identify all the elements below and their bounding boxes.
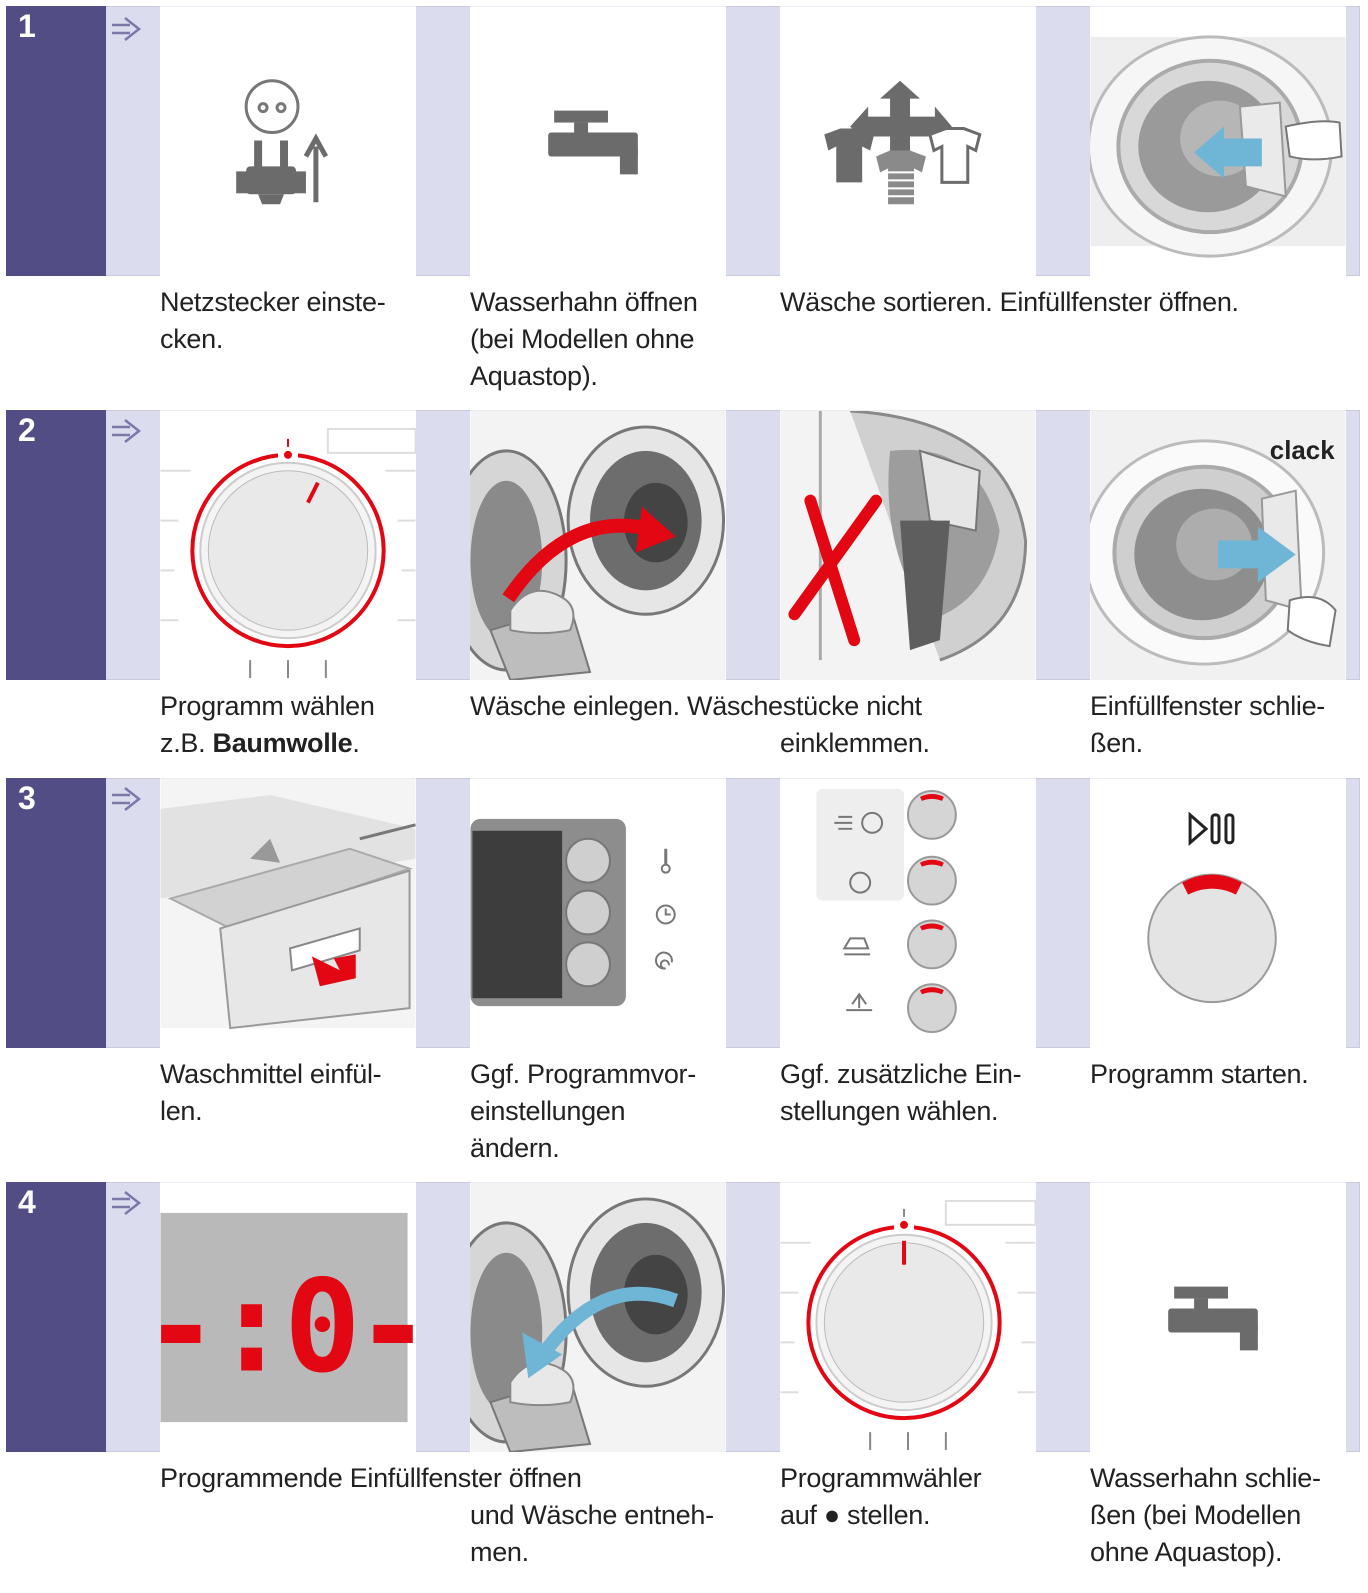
sort-laundry-icon [824,80,982,205]
caption-line: Waschmittel einfül- [160,1059,382,1089]
panel-load-laundry [470,410,726,680]
load-laundry-icon [470,411,726,680]
water-tap-icon [1168,1286,1258,1351]
caption-text: stellen. [839,1500,931,1530]
caption-line: Wäsche sortieren. Einfüllfenster öffnen. [780,287,1239,317]
panel-program-presets [470,778,726,1048]
caption-line: Einfüllfenster schlie- [1090,691,1326,721]
caption-line: auf ● stellen. [780,1497,981,1534]
sequence-arrow-icon [112,419,142,443]
caption-no-jamming: einklemmen. [780,725,930,762]
caption-line: Wasserhahn schlie- [1090,1463,1321,1493]
panel-close-tap [1090,1182,1346,1452]
preset-panel-icon [470,818,676,1007]
panel-unload-laundry [470,1182,726,1452]
panel-open-door [1090,6,1346,276]
start-pause-icon [1147,811,1277,1004]
step-number: 4 [18,1184,36,1220]
step-number: 3 [18,780,36,816]
panel-extra-options [780,778,1036,1048]
display-reading: -:0- [160,1253,416,1401]
caption-text: . [352,728,360,758]
panel-no-jamming [780,410,1036,680]
step-2-tab: 2 [6,410,106,680]
caption-extra-options: Ggf. zusätzliche Ein- stellungen wählen. [780,1056,1022,1130]
caption-unload-laundry: und Wäsche entneh- men. [470,1497,714,1571]
step-1-tab: 1 [6,6,106,276]
caption-line: ändern. [470,1133,560,1163]
caption-text: auf [780,1500,824,1530]
sequence-arrow-icon [112,17,142,41]
open-door-icon [1090,35,1346,258]
dial-off-icon [780,1199,1036,1451]
caption-text: z.B. [160,728,213,758]
program-dial-icon [160,427,416,679]
caption-line: z.B. Baumwolle. [160,725,375,762]
off-position-dot-icon: ● [823,1500,840,1530]
detergent-drawer-icon [160,779,416,1030]
panel-program-end: -:0- [160,1182,416,1452]
caption-line: einklemmen. [780,728,930,758]
caption-line: Programmwähler [780,1463,982,1493]
caption-line: ohne Aquastop). [1090,1537,1283,1567]
caption-line: Wasserhahn öffnen [470,287,698,317]
caption-sort-and-open: Wäsche sortieren. Einfüllfenster öffnen. [780,284,1239,321]
caption-line: cken. [160,324,224,354]
caption-program-end: Programmende Einfüllfenster öffnen [160,1460,582,1497]
caption-line: ßen. [1090,728,1143,758]
panel-sort-laundry [780,6,1036,276]
step-3-tab: 3 [6,778,106,1048]
step-number: 1 [18,8,36,44]
panel-open-tap [470,6,726,276]
caption-load-laundry: Wäsche einlegen. Wäschestücke nicht [470,688,922,725]
caption-line: Ggf. zusätzliche Ein- [780,1059,1022,1089]
panel-close-door: clack [1090,410,1346,680]
plug-icon [236,79,329,205]
caption-line: Netzstecker einste- [160,287,386,317]
option-buttons-icon [816,788,957,1034]
caption-line: und Wäsche entneh- [470,1500,714,1530]
sequence-arrow-icon [112,787,142,811]
sequence-arrow-icon [112,1191,142,1215]
caption-line: stellungen wählen. [780,1096,999,1126]
caption-close-tap: Wasserhahn schlie- ßen (bei Modellen ohn… [1090,1460,1321,1571]
clack-label: clack [1270,437,1335,465]
caption-line: Programmende Einfüllfenster öffnen [160,1463,582,1493]
caption-program-presets: Ggf. Programmvor- einstellungen ändern. [470,1056,696,1167]
caption-add-detergent: Waschmittel einfül- len. [160,1056,382,1130]
unload-laundry-icon [470,1183,726,1452]
step-number: 2 [18,412,36,448]
program-name: Baumwolle [212,728,353,758]
caption-dial-off: Programmwähler auf ● stellen. [780,1460,982,1534]
caption-line: Aquastop). [470,361,598,391]
caption-line: len. [160,1096,203,1126]
panel-select-program [160,410,416,680]
caption-select-program: Programm wählen z.B. Baumwolle. [160,688,375,762]
caption-line: Wäsche einlegen. Wäschestücke nicht [470,691,922,721]
no-jam-icon [780,411,1036,680]
panel-start-program [1090,778,1346,1048]
end-display-icon: -:0- [160,1212,416,1423]
caption-line: einstellungen [470,1096,626,1126]
caption-plug-in: Netzstecker einste- cken. [160,284,386,358]
water-tap-icon [548,110,638,175]
panel-plug-in [160,6,416,276]
caption-start-program: Programm starten. [1090,1056,1309,1093]
caption-line: Ggf. Programmvor- [470,1059,696,1089]
caption-open-tap: Wasserhahn öffnen (bei Modellen ohne Aqu… [470,284,698,395]
caption-line: (bei Modellen ohne [470,324,695,354]
caption-line: men. [470,1537,529,1567]
panel-add-detergent [160,778,416,1048]
caption-close-door: Einfüllfenster schlie- ßen. [1090,688,1325,762]
caption-line: Programm wählen [160,691,375,721]
caption-line: ßen (bei Modellen [1090,1500,1302,1530]
step-4-tab: 4 [6,1182,106,1452]
close-door-icon: clack [1090,411,1346,680]
caption-line: Programm starten. [1090,1059,1309,1089]
panel-dial-off [780,1182,1036,1452]
